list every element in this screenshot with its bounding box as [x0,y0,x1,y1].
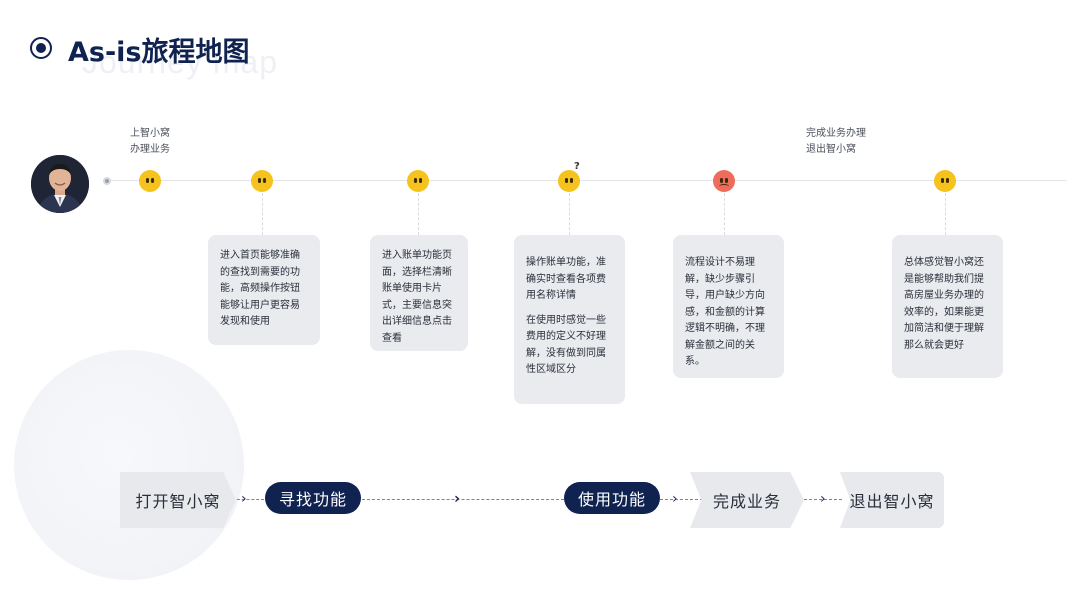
journey-card-1: 进入首页能够准确的查找到需要的功能，高频操作按钮能够让用户更容易发现和使用 [208,235,320,345]
flow-step-find: 寻找功能 [265,482,361,514]
stage-label-end: 完成业务办理 退出智小窝 [806,126,866,158]
sad-face-icon [713,170,735,192]
journey-card-5: 总体感觉智小窝还是能够帮助我们提高房屋业务办理的效率的，如果能更加简洁和便于理解… [892,235,1003,378]
flow-step-exit: 退出智小窝 [840,472,944,528]
card-text: 流程设计不易理解，缺少步骤引导，用户缺少方向感，和金额的计算逻辑不明确，不理解金… [685,255,772,371]
flow-step-open: 打开智小窝 [120,472,236,528]
background-circle-decoration [14,350,244,580]
confused-face-icon: ? [558,170,580,192]
chevron-right-icon: › [672,492,678,506]
user-avatar [31,155,89,213]
card-connector [945,193,946,235]
card-text: 进入首页能够准确的查找到需要的功能，高频操作按钮能够让用户更容易发现和使用 [220,248,308,331]
flow-step-complete: 完成业务 [690,472,804,528]
happy-face-icon [407,170,429,192]
happy-face-icon [934,170,956,192]
card-text: 在使用时感觉一些费用的定义不好理解，没有做到同属性区域区分 [526,313,613,379]
card-connector [418,193,419,235]
chevron-right-icon: › [820,492,826,506]
stage-label-start: 上智小窝 办理业务 [130,126,170,158]
journey-card-2: 进入账单功能页面，选择栏清晰账单使用卡片式，主要信息突出详细信息点击查看 [370,235,468,351]
card-text: 总体感觉智小窝还是能够帮助我们提高房屋业务办理的效率的，如果能更加简洁和便于理解… [904,255,991,354]
card-text: 进入账单功能页面，选择栏清晰账单使用卡片式，主要信息突出详细信息点击查看 [382,248,456,347]
card-connector [724,193,725,235]
flow-connector [660,499,708,500]
journey-card-4: 流程设计不易理解，缺少步骤引导，用户缺少方向感，和金额的计算逻辑不明确，不理解金… [673,235,784,378]
happy-face-icon [139,170,161,192]
stage-label-line: 上智小窝 [130,126,170,142]
happy-face-icon [251,170,273,192]
timeline-start-marker [103,177,111,185]
flow-step-use: 使用功能 [564,482,660,514]
page-title: As-is旅程地图 [68,30,250,69]
journey-timeline [103,180,1067,181]
card-connector [262,193,263,235]
flow-connector [232,499,264,500]
bullet-icon [30,37,52,59]
flow-connector [362,499,564,500]
stage-label-line: 退出智小窝 [806,142,866,158]
card-connector [569,193,570,235]
journey-card-3: 操作账单功能，准确实时查看各项费用名称详情 在使用时感觉一些费用的定义不好理解，… [514,235,625,404]
card-text: 操作账单功能，准确实时查看各项费用名称详情 [526,255,613,305]
chevron-right-icon: › [241,492,247,506]
double-chevron-right-icon: ›› [454,492,455,506]
stage-label-line: 办理业务 [130,142,170,158]
stage-label-line: 完成业务办理 [806,126,866,142]
